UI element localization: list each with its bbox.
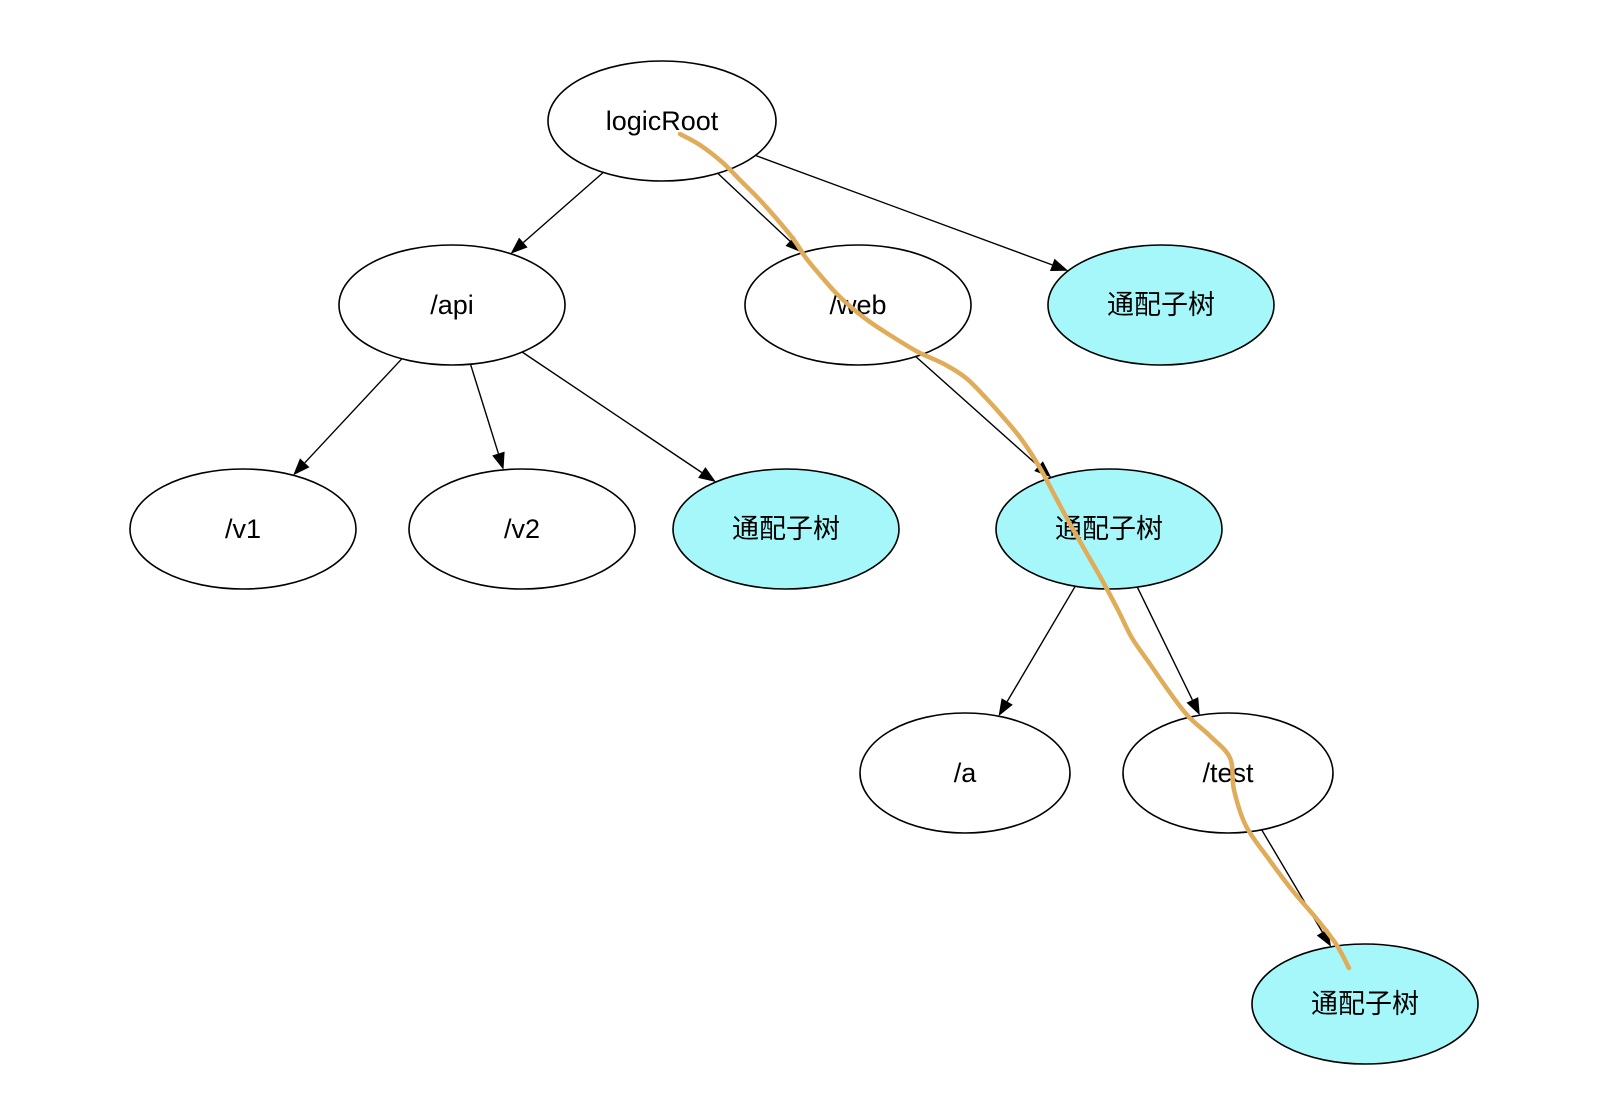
edge-logicRoot-to-web (717, 172, 803, 253)
edge-api-to-wild_api (521, 351, 716, 482)
edge-line (1136, 586, 1194, 701)
node-label: 通配子树 (1311, 989, 1419, 1019)
edge-line (522, 171, 604, 244)
arrowhead-icon (293, 458, 310, 476)
edge-api-to-v2 (469, 363, 505, 470)
node-logicRoot: logicRoot (547, 60, 777, 182)
edge-logicRoot-to-wild_root (755, 154, 1069, 271)
arrowhead-icon (1050, 258, 1069, 271)
highlight-layer (677, 131, 1352, 971)
arrowhead-icon (1186, 697, 1200, 716)
edge-web-to-wild_web (915, 356, 1052, 478)
edge-line (915, 356, 1039, 467)
node-ellipse (129, 468, 357, 590)
highlight-path-stroke (677, 131, 1352, 971)
node-v2: /v2 (408, 468, 636, 590)
edge-api-to-v1 (293, 358, 403, 476)
edge-logicRoot-to-api (510, 171, 604, 254)
node-a: /a (859, 712, 1071, 834)
node-test: /test (1122, 712, 1334, 834)
node-label: logicRoot (606, 106, 719, 136)
arrowhead-icon (510, 237, 528, 254)
edge-line (469, 363, 500, 454)
node-label: /test (1202, 758, 1254, 788)
node-ellipse (859, 712, 1071, 834)
node-web: /web (744, 244, 972, 366)
node-ellipse (338, 244, 566, 366)
edge-line (304, 358, 403, 464)
node-label: /v2 (504, 514, 540, 544)
wildcard-node-ellipse (1047, 244, 1275, 366)
arrowhead-icon (698, 467, 716, 482)
node-label: /v1 (225, 514, 261, 544)
arrowhead-icon (492, 451, 505, 470)
node-ellipse (408, 468, 636, 590)
edge-wild_web-to-a (998, 585, 1076, 717)
node-api: /api (338, 244, 566, 366)
edge-wild_web-to-test (1136, 586, 1200, 716)
node-label: 通配子树 (732, 514, 840, 544)
edge-line (1006, 585, 1076, 702)
node-label: /a (954, 758, 978, 788)
node-ellipse (1122, 712, 1334, 834)
wildcard-node-ellipse (1251, 943, 1479, 1065)
edge-line (521, 351, 703, 474)
node-wild-web: 通配子树 (995, 468, 1223, 590)
node-label: /api (430, 290, 474, 320)
node-ellipse (744, 244, 972, 366)
node-v1: /v1 (129, 468, 357, 590)
node-wild-test: 通配子树 (1251, 943, 1479, 1065)
edge-line (717, 172, 791, 242)
edges-layer (293, 154, 1332, 947)
node-label: 通配子树 (1107, 290, 1215, 320)
node-wild-api: 通配子树 (672, 468, 900, 590)
edge-test-to-wild_test (1261, 829, 1332, 947)
arrowhead-icon (998, 698, 1013, 717)
edge-line (755, 154, 1053, 266)
node-ellipse (547, 60, 777, 182)
wildcard-node-ellipse (672, 468, 900, 590)
node-wild-root: 通配子树 (1047, 244, 1275, 366)
